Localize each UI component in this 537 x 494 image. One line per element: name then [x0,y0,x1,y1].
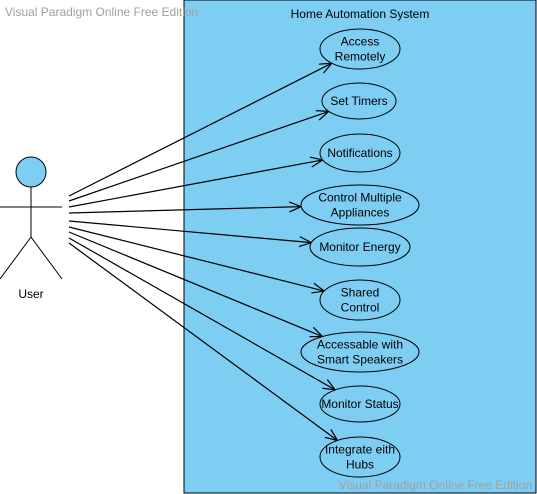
actor-right-leg [30,236,63,280]
use-case-label: Remotely [335,50,386,64]
use-case-label: Notifications [327,146,392,160]
association-line [68,231,323,338]
association-line [68,206,302,214]
use-case-ellipse [300,331,420,373]
association-line [68,226,325,292]
association-line [68,220,312,244]
use-case-ellipse [319,385,401,423]
use-case-ellipse [319,28,401,70]
use-case-ellipse [321,82,397,120]
association-line [68,237,336,391]
use-case-label: Shared [341,286,380,300]
association-line [68,159,323,208]
use-case[interactable]: Monitor Energy [309,227,411,267]
use-case-label: Access [341,35,380,49]
actor-user[interactable]: User [0,156,63,301]
use-case-ellipse [319,436,401,478]
use-case-label: Appliances [331,206,390,220]
use-case-label: Monitor Energy [319,240,400,254]
use-case[interactable]: Monitor Status [319,385,401,423]
association-line [68,110,330,202]
use-case[interactable]: Notifications [319,133,401,173]
use-case-label: Hubs [346,458,374,472]
use-case-ellipse [309,227,411,267]
use-case-ellipse [319,133,401,173]
actor-left-leg [0,236,32,280]
actor-label: User [18,287,43,301]
use-case-label: Monitor Status [321,397,398,411]
use-case-label: Control Multiple [318,191,402,205]
use-case[interactable]: Set Timers [321,82,397,120]
use-case-label: Smart Speakers [317,353,403,367]
association-line [68,242,338,441]
use-case-ellipse [319,279,401,321]
use-case-label: Set Timers [330,94,387,108]
watermark-top: Visual Paradigm Online Free Edition [5,5,198,19]
actor-head [15,156,47,188]
use-case-label: Accessable with [317,338,403,352]
watermark-bottom: Visual Paradigm Online Free Edition [339,478,532,492]
use-case-label: Control [341,301,380,315]
use-case-label: Integrate eith [325,443,395,457]
associations [68,62,339,442]
use-case-ellipse [300,184,420,226]
system-title: Home Automation System [291,7,430,21]
association-line [68,62,333,197]
